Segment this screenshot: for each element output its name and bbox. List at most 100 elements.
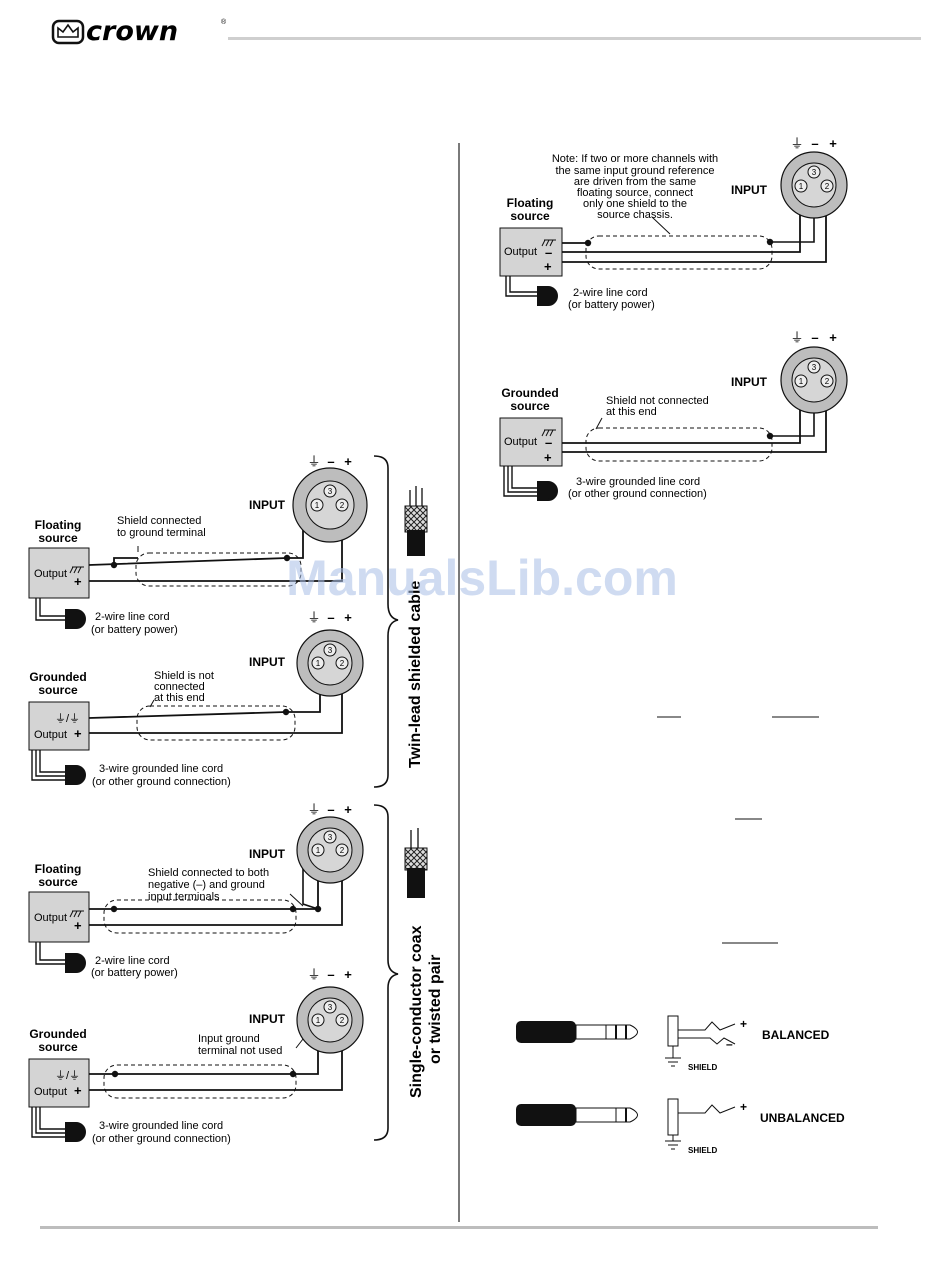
ts-plug-icon: [516, 1104, 638, 1126]
source-title: Floating: [507, 196, 554, 210]
svg-text:1: 1: [316, 846, 321, 855]
pin-plus-label: +: [829, 330, 837, 345]
svg-text:1: 1: [799, 182, 804, 191]
svg-text:3: 3: [328, 487, 333, 496]
svg-text:3: 3: [328, 833, 333, 842]
note-line-6: source chassis.: [597, 209, 673, 221]
source-box: [499, 417, 563, 467]
minus-label: –: [545, 435, 552, 450]
shield-note-2: connected: [154, 681, 205, 693]
pin-ground-label: ⏚: [307, 610, 320, 625]
xlr-input-icon: 3 1 2: [780, 151, 848, 219]
shield-note: Shield connected: [117, 515, 201, 527]
plug-icon: [65, 609, 86, 629]
diagram-twinlead-grounded: Grounded source ⏚/⏚ Output + Shield is n…: [28, 610, 364, 788]
input-label: INPUT: [249, 847, 286, 861]
note-line-5: only one shield to the: [583, 198, 687, 210]
cord-label-2: (or battery power): [91, 624, 178, 636]
footer-rule: [40, 1226, 878, 1229]
plug-icon: [65, 1122, 86, 1142]
pin-plus-label: +: [829, 136, 837, 151]
input-label: INPUT: [249, 655, 286, 669]
svg-text:2: 2: [340, 501, 345, 510]
minus-label: –: [545, 245, 552, 260]
source-subtitle: source: [38, 875, 78, 889]
pin-plus-label: +: [344, 454, 352, 469]
input-label: INPUT: [249, 498, 286, 512]
pin-ground-label: ⏚: [790, 330, 803, 345]
diagram-right-floating: Floating source Output – + Note: If two …: [499, 136, 848, 311]
svg-text:3: 3: [812, 168, 817, 177]
source-title: Grounded: [29, 1027, 86, 1041]
svg-text:3: 3: [328, 646, 333, 655]
svg-text:3: 3: [812, 363, 817, 372]
ground-symbol: ⏚/⏚: [55, 1069, 80, 1082]
source-box: [28, 701, 90, 751]
pin-ground-label: ⏚: [790, 136, 803, 151]
xlr-input-icon: 3 1 2: [296, 816, 364, 884]
output-label: Output: [34, 912, 67, 924]
shield-note-2: to ground terminal: [117, 527, 206, 539]
xlr-input-icon: 3 1 2: [292, 467, 368, 543]
watermark: ManualsLib.com: [286, 550, 678, 606]
pin-minus-label: –: [327, 802, 334, 817]
pin-minus-label: –: [811, 330, 818, 345]
cable-label-twinlead: Twin-lead shielded cable: [407, 581, 424, 768]
source-title: Grounded: [29, 670, 86, 684]
jack-schematic-icon: [665, 1015, 736, 1067]
svg-text:1: 1: [316, 659, 321, 668]
diagram-coax-grounded: Grounded source ⏚/⏚ Output + Input groun…: [28, 967, 364, 1145]
cable-label-coax-2: or twisted pair: [427, 955, 444, 1064]
cord-label: 2-wire line cord: [95, 611, 170, 623]
shield: [136, 705, 296, 741]
balanced-label: BALANCED: [762, 1028, 830, 1042]
note-line-1: Note: If two or more channels with: [552, 153, 718, 165]
plus-label: +: [74, 1083, 82, 1098]
plus-label: +: [544, 450, 552, 465]
cord-label: 2-wire line cord: [95, 955, 170, 967]
shield-note-2: at this end: [606, 406, 657, 418]
svg-text:1: 1: [799, 377, 804, 386]
shield: [135, 552, 302, 587]
source-box: [499, 227, 563, 277]
svg-text:2: 2: [825, 182, 830, 191]
cord-label-2: (or battery power): [91, 967, 178, 979]
twinlead-cable-icon: [404, 486, 428, 556]
diagram-twinlead-floating: Floating source Output + Shield connecte…: [28, 454, 368, 636]
plug-icon: [65, 953, 86, 973]
pin-plus-label: +: [344, 967, 352, 982]
source-title: Grounded: [501, 386, 558, 400]
source-box: [28, 891, 90, 943]
input-label: INPUT: [731, 183, 768, 197]
cord-label-2: (or other ground connection): [568, 488, 707, 500]
source-box: [28, 1058, 90, 1108]
pin-plus-label: +: [344, 610, 352, 625]
plus-label: +: [740, 1100, 747, 1114]
shield-note-3: input terminals: [148, 891, 220, 903]
svg-text:1: 1: [315, 501, 320, 510]
ground-symbol: ⏚/⏚: [55, 712, 80, 725]
pin-ground-label: ⏚: [307, 802, 320, 817]
svg-text:3: 3: [328, 1003, 333, 1012]
pin-minus-label: –: [811, 136, 818, 151]
pin-minus-label: –: [327, 610, 334, 625]
note-line-2: the same input ground reference: [556, 165, 715, 177]
brand-name: crown: [86, 16, 178, 47]
crown-logo: crown ®: [51, 16, 227, 47]
pin-plus-label: +: [344, 802, 352, 817]
plus-label: +: [740, 1017, 747, 1031]
minus-label: –: [726, 1037, 733, 1051]
bracket-coax: [373, 804, 399, 1141]
output-label: Output: [34, 568, 67, 580]
source-title: Floating: [35, 518, 82, 532]
output-label: Output: [504, 436, 537, 448]
shield-note: Shield is not: [154, 670, 214, 682]
cord-label: 3-wire grounded line cord: [99, 763, 223, 775]
shield-label: SHIELD: [688, 1146, 718, 1155]
input-label: INPUT: [731, 375, 768, 389]
chassis-ground-icon: [541, 429, 556, 437]
pin-ground-label: ⏚: [307, 454, 320, 469]
svg-text:2: 2: [340, 1016, 345, 1025]
diagram-coax-floating: Floating source Output + Shield connecte…: [28, 802, 364, 979]
cord-label-2: (or other ground connection): [92, 1133, 231, 1145]
